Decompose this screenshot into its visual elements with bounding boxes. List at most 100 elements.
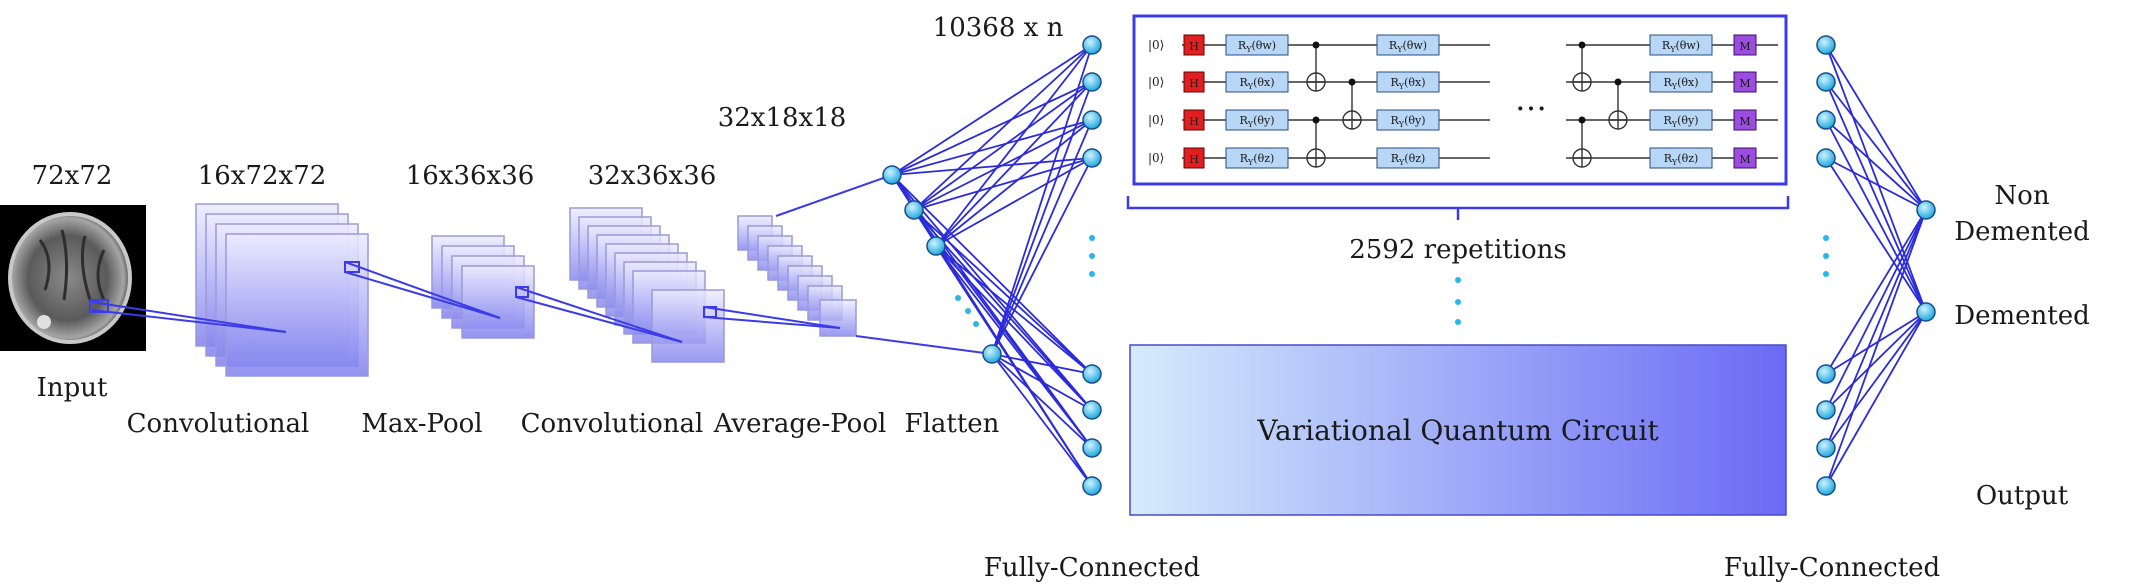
output-class-1-label: Demented [1954, 301, 2090, 331]
rotation-gate [1225, 147, 1289, 169]
connection-line [913, 44, 1093, 211]
conv2-feature-maps [569, 207, 725, 363]
circuit-ellipsis: … [1515, 80, 1547, 118]
cnot-control-dot [1578, 41, 1586, 49]
measure-gate [1733, 109, 1757, 131]
connection-line [991, 81, 1093, 355]
cnot-control-dot [1614, 78, 1622, 86]
conv2-dim-label: 32x36x36 [588, 161, 717, 191]
ket-zero-label: |0⟩ [1148, 151, 1164, 165]
fc2-node [1816, 364, 1836, 384]
fc2-node [1816, 148, 1836, 168]
rotation-gate-label: RY(θw) [1389, 39, 1427, 54]
vqc-block [1129, 344, 1787, 516]
fc1-name-label: Fully-Connected [984, 553, 1200, 583]
rotation-gate-label: RY(θy) [1664, 114, 1699, 129]
hadamard-gate [1183, 109, 1205, 131]
connection-line [891, 44, 1093, 176]
connection-line [1825, 119, 1927, 211]
conv2-name-label: Convolutional [521, 409, 704, 439]
connection-line [991, 353, 1093, 411]
connection-line [935, 245, 1093, 449]
input-dim-label: 72x72 [32, 161, 113, 191]
fc1-nodes [1082, 35, 1102, 496]
hadamard-gate-label: H [1189, 77, 1199, 90]
output-node [1916, 302, 1936, 322]
rotation-gate [1649, 71, 1713, 93]
output-node [1916, 200, 1936, 220]
ket-zero-label: |0⟩ [1148, 38, 1164, 52]
rotation-gate [1376, 147, 1440, 169]
measure-gate-label: M [1739, 153, 1750, 166]
hadamard-gate [1183, 34, 1205, 56]
cnot-control-dot [1578, 116, 1586, 124]
fc2-node [1816, 110, 1836, 130]
hadamard-gate-label: H [1189, 115, 1199, 128]
connection-line [891, 157, 1093, 176]
fc1-node [1082, 476, 1102, 496]
fc1-node [1082, 72, 1102, 92]
vqc-label: Variational Quantum Circuit [1256, 414, 1659, 447]
rotation-gate-label: RY(θx) [1391, 76, 1426, 91]
connection-line [1825, 44, 1927, 313]
connection-line [935, 44, 1093, 247]
conv1-feature-maps [195, 203, 369, 377]
hadamard-gate-label: H [1189, 40, 1199, 53]
cnot-control-dot [1312, 116, 1320, 124]
connection-line [1825, 157, 1927, 211]
avgpool-feature-maps [737, 215, 857, 337]
fc2-node [1816, 476, 1836, 496]
fc-connections [891, 44, 1927, 487]
connection-line [1825, 119, 1927, 313]
hadamard-gate [1183, 147, 1205, 169]
rotation-gate [1376, 34, 1440, 56]
connection-line [1825, 311, 1927, 487]
rotation-gate [1225, 71, 1289, 93]
connection-line [1825, 44, 1927, 211]
connection-line [935, 81, 1093, 247]
rotation-gate-label: RY(θz) [1664, 152, 1699, 167]
rotation-gate-label: RY(θx) [1664, 76, 1699, 91]
fc1-node [1082, 400, 1102, 420]
rotation-gate-label: RY(θy) [1391, 114, 1426, 129]
measure-gate-label: M [1739, 40, 1750, 53]
connection-line [891, 81, 1093, 176]
fc1-node [1082, 35, 1102, 55]
conv1-dim-label: 16x72x72 [198, 161, 327, 191]
ket-zero-label: |0⟩ [1148, 113, 1164, 127]
measure-gate-label: M [1739, 115, 1750, 128]
rotation-gate [1225, 109, 1289, 131]
fc1-node [1082, 148, 1102, 168]
output-nodes [1916, 200, 1936, 322]
rotation-gate [1649, 109, 1713, 131]
fc2-nodes [1816, 35, 1836, 496]
connection-line [1825, 311, 1927, 375]
connection-line [891, 119, 1093, 176]
avgpool-name-label: Average-Pool [713, 409, 887, 439]
rotation-gate-label: RY(θx) [1240, 76, 1275, 91]
connection-line [1825, 311, 1927, 411]
connection-line [991, 157, 1093, 355]
fc1-node [1082, 110, 1102, 130]
rotation-gate-label: RY(θy) [1240, 114, 1275, 129]
fc1-ellipsis [1089, 235, 1095, 277]
connection-line [991, 119, 1093, 355]
rotation-gate [1649, 147, 1713, 169]
connection-line [991, 44, 1093, 355]
input-name-label: Input [37, 373, 108, 403]
rotation-gate [1376, 109, 1440, 131]
flatten-node [882, 165, 902, 185]
connection-line [991, 353, 1093, 449]
rotation-gate [1225, 34, 1289, 56]
connection-line [1825, 311, 1927, 449]
measure-gate [1733, 34, 1757, 56]
fc2-node [1816, 35, 1836, 55]
conv1-name-label: Convolutional [127, 409, 310, 439]
avgpool-dim-label: 32x18x18 [718, 103, 847, 133]
hadamard-gate-label: H [1189, 153, 1199, 166]
projection-lines [91, 174, 993, 355]
rotation-gate-label: RY(θw) [1662, 39, 1700, 54]
